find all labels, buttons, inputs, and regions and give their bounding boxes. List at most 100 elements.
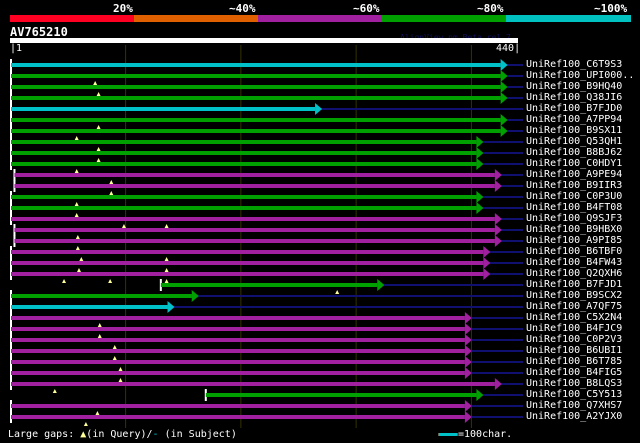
hit-bar xyxy=(11,272,484,276)
hit-bar xyxy=(11,316,465,320)
hit-bar xyxy=(11,63,501,67)
hit-bar xyxy=(14,184,495,188)
hit-bar xyxy=(11,338,465,342)
hit-label[interactable]: UniRef100_C0P3U0 xyxy=(526,191,623,202)
hit-label[interactable]: UniRef100_Q38JI6 xyxy=(526,92,623,103)
hit-label[interactable]: UniRef100_B4FT08 xyxy=(526,202,623,213)
percent-label-100: ~100% xyxy=(594,2,628,15)
query-gap-marker xyxy=(62,279,67,283)
color-band-60 xyxy=(258,15,382,22)
hit-bar xyxy=(11,294,192,298)
hit-label[interactable]: UniRef100_C0P2V3 xyxy=(526,334,623,345)
query-gap-marker xyxy=(93,81,98,85)
hit-arrow xyxy=(464,334,472,346)
hit-arrow xyxy=(464,367,472,379)
query-gap-marker xyxy=(109,191,114,195)
hit-bar xyxy=(11,305,168,309)
hit-label[interactable]: UniRef100_B9HQ40 xyxy=(526,81,623,92)
hit-label[interactable]: UniRef100_C5Y513 xyxy=(526,389,623,400)
hit-label[interactable]: UniRef100_B8BJ62 xyxy=(526,147,623,158)
query-gap-marker xyxy=(96,147,101,151)
query-gap-marker xyxy=(74,202,79,206)
hit-bar xyxy=(11,261,484,265)
hit-bar xyxy=(160,283,378,287)
query-start: |1 xyxy=(10,43,23,54)
query-gap-marker xyxy=(164,268,169,272)
hit-label[interactable]: UniRef100_UPI000.. xyxy=(526,70,635,81)
hit-label[interactable]: UniRef100_C5X2N4 xyxy=(526,312,623,323)
hit-arrow xyxy=(500,125,508,137)
hit-bar xyxy=(14,173,495,177)
hit-label[interactable]: UniRef100_Q53QH1 xyxy=(526,136,623,147)
scale-label: =100char. xyxy=(458,429,513,440)
query-gap-marker xyxy=(52,389,57,393)
hit-label[interactable]: UniRef100_B4FW43 xyxy=(526,257,623,268)
query-end: 440| xyxy=(496,43,521,54)
query-gap-marker xyxy=(118,378,123,382)
hit-bar xyxy=(11,85,501,89)
hit-arrow xyxy=(464,400,472,412)
hit-label[interactable]: UniRef100_A9PI85 xyxy=(526,235,623,246)
hit-arrow xyxy=(476,158,484,170)
hit-label[interactable]: UniRef100_B4FJC9 xyxy=(526,323,623,334)
hit-label[interactable]: UniRef100_A7PP94 xyxy=(526,114,623,125)
percent-label-80: ~80% xyxy=(477,2,504,15)
hit-label[interactable]: UniRef100_Q2QXH6 xyxy=(526,268,623,279)
hit-label[interactable]: UniRef100_B9IIR3 xyxy=(526,180,623,191)
hit-label[interactable]: UniRef100_A9PE94 xyxy=(526,169,623,180)
query-gap-marker xyxy=(96,92,101,96)
hit-label[interactable]: UniRef100_B9HBX0 xyxy=(526,224,623,235)
hit-label[interactable]: UniRef100_A2YJX0 xyxy=(526,411,623,422)
color-band-20 xyxy=(10,15,134,22)
hit-arrow xyxy=(476,147,484,159)
hit-bar xyxy=(205,393,477,397)
hit-bar xyxy=(11,206,477,210)
hit-arrow xyxy=(167,301,175,313)
hit-arrow xyxy=(464,411,472,423)
query-gap-icon: ▲ xyxy=(80,429,87,440)
hit-label[interactable]: UniRef100_B4FIG5 xyxy=(526,367,623,378)
hit-label[interactable]: UniRef100_B9SCX2 xyxy=(526,290,623,301)
hit-arrow xyxy=(464,323,472,335)
query-gap-marker xyxy=(74,136,79,140)
query-gap-marker xyxy=(75,246,80,250)
hit-label[interactable]: UniRef100_B6TBF0 xyxy=(526,246,623,257)
hit-arrow xyxy=(483,257,491,269)
hit-arrow xyxy=(476,136,484,148)
hit-arrow xyxy=(500,59,508,71)
percent-label-60: ~60% xyxy=(353,2,380,15)
hit-label[interactable]: UniRef100_A7QF75 xyxy=(526,301,623,312)
hit-label[interactable]: UniRef100_B7FJD0 xyxy=(526,103,623,114)
query-gap-marker xyxy=(95,411,100,415)
hit-label[interactable]: UniRef100_C0HDY1 xyxy=(526,158,623,169)
hit-arrow xyxy=(464,312,472,324)
hit-arrow xyxy=(500,81,508,93)
query-gap-marker xyxy=(97,323,102,327)
query-bar xyxy=(10,38,518,43)
query-gap-marker xyxy=(164,257,169,261)
legend: Large gaps: ▲(in Query)/- (in Subject) xyxy=(8,429,237,440)
hit-label[interactable]: UniRef100_C6T9S3 xyxy=(526,59,623,70)
percent-label-40: ~40% xyxy=(229,2,256,15)
hit-arrow xyxy=(500,92,508,104)
hit-bar xyxy=(11,360,465,364)
hit-label[interactable]: UniRef100_B8LQS3 xyxy=(526,378,623,389)
hit-bar xyxy=(11,404,465,408)
query-gap-marker xyxy=(77,268,82,272)
query-gap-marker xyxy=(118,367,123,371)
hit-label[interactable]: UniRef100_B6T785 xyxy=(526,356,623,367)
hit-label[interactable]: UniRef100_Q9SJF3 xyxy=(526,213,623,224)
hit-label[interactable]: UniRef100_B9SX11 xyxy=(526,125,623,136)
hit-arrow xyxy=(191,290,199,302)
legend-query-gap: (in Query)/ xyxy=(86,429,153,440)
hit-arrow xyxy=(476,389,484,401)
hit-label[interactable]: UniRef100_B7FJD1 xyxy=(526,279,623,290)
query-gap-marker xyxy=(83,422,88,426)
hit-label[interactable]: UniRef100_B6UBI1 xyxy=(526,345,623,356)
subject-gap-icon: - xyxy=(152,429,159,440)
hit-arrow xyxy=(476,191,484,203)
hit-label[interactable]: UniRef100_Q7XHS7 xyxy=(526,400,623,411)
query-gap-marker xyxy=(121,224,126,228)
query-gap-marker xyxy=(335,290,340,294)
query-gap-marker xyxy=(97,334,102,338)
